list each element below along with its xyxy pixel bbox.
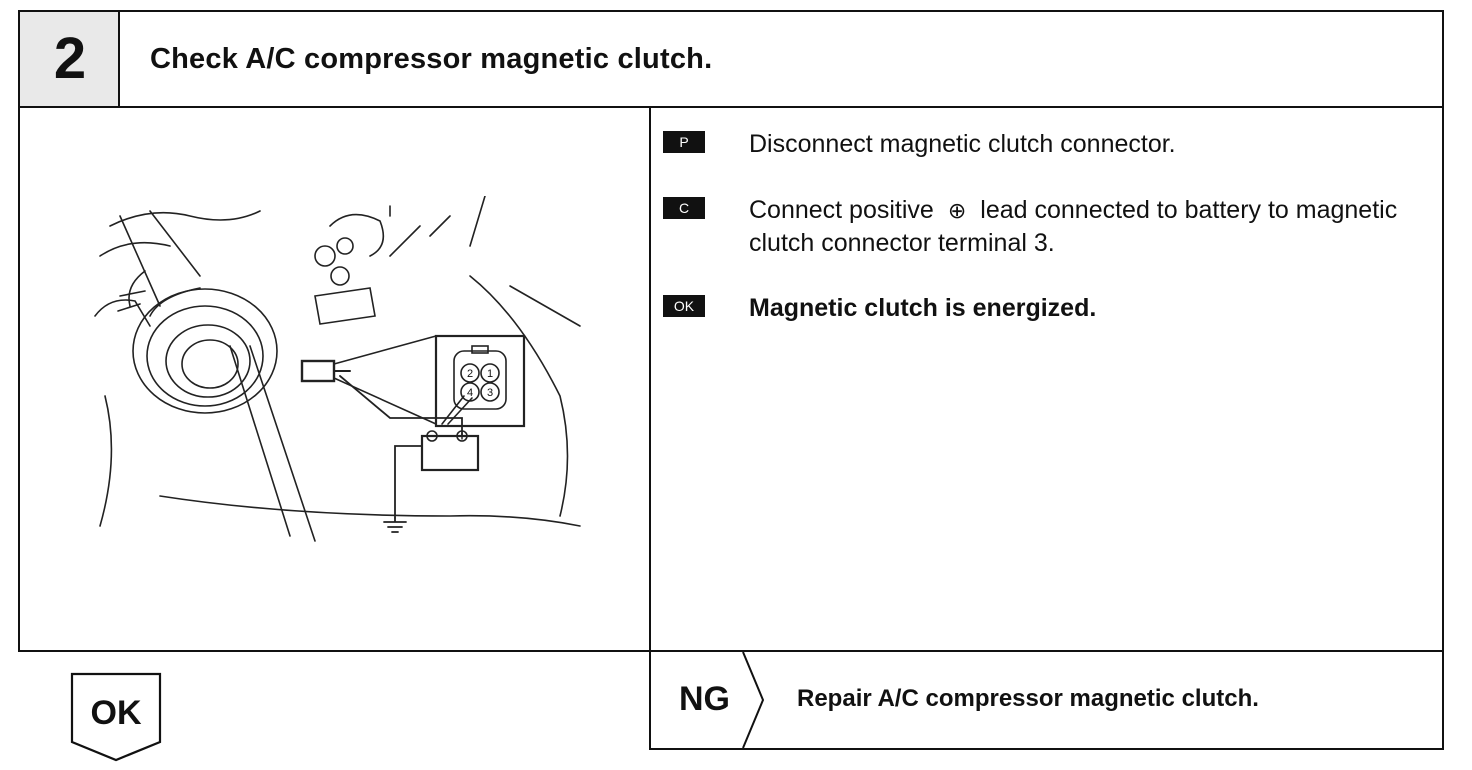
positive-terminal-icon: ⊕ [947,198,967,223]
compressor-clutch-illustration: 2 1 4 3 [94,196,581,542]
procedure-tag-ok: OK [663,295,705,317]
procedure-tag-p: P [663,131,705,153]
procedure-panel: P Disconnect magnetic clutch connector. … [649,106,1444,652]
procedure-step-prepare: P Disconnect magnetic clutch connector. [663,128,1429,160]
step-title-box: Check A/C compressor magnetic clutch. [118,10,1444,108]
terminal-label: 4 [467,387,473,399]
ng-result-box: NG Repair A/C compressor magnetic clutch… [649,650,1444,750]
procedure-tag-c: C [663,197,705,219]
procedure-text-part: lead connected to battery to magnetic cl… [749,196,1398,257]
terminal-label: 3 [487,387,493,399]
procedure-text: Magnetic clutch is energized. [749,294,1097,322]
procedure-text: Connect positive ⊕lead connected to batte… [749,194,1429,259]
illustration-panel: 2 1 4 3 [18,106,651,652]
terminal-label: 2 [467,368,473,380]
procedure-step-check: C Connect positive ⊕lead connected to bat… [663,194,1429,259]
procedure-text: Disconnect magnetic clutch connector. [749,130,1176,158]
procedure-text-part: Connect positive [749,196,934,224]
step-number-box: 2 [18,10,120,108]
ok-label: OK [90,694,142,732]
terminal-label: 1 [487,368,493,380]
ng-chevron-divider [742,652,765,748]
step-number: 2 [53,26,87,91]
ng-label: NG [679,680,730,718]
ok-result-badge: OK [70,672,164,769]
step-title: Check A/C compressor magnetic clutch. [150,42,713,75]
procedure-step-ok: OK Magnetic clutch is energized. [663,292,1429,324]
ok-pentagon-shape [70,672,162,762]
ng-action-text: Repair A/C compressor magnetic clutch. [797,685,1259,712]
